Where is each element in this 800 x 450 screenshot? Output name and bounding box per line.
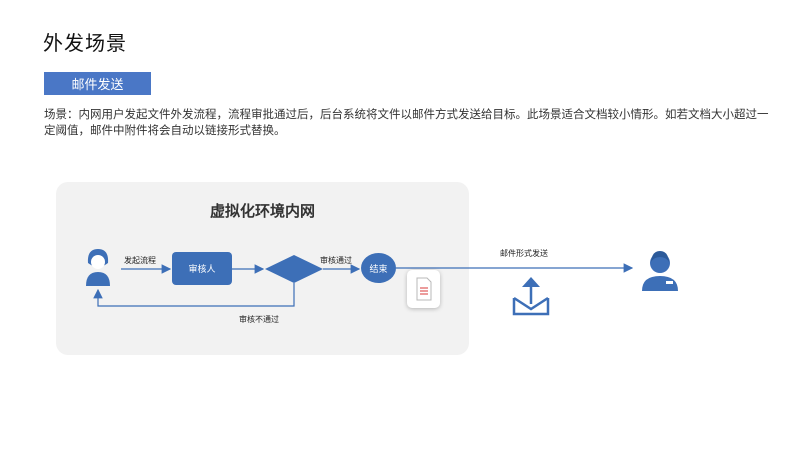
- panel-title: 虚拟化环境内网: [209, 202, 315, 220]
- document-icon-glyph: [416, 277, 432, 301]
- user-icon: [86, 249, 110, 286]
- edge-reject-arrow: [93, 283, 295, 307]
- end-node: 结束: [361, 253, 396, 283]
- edge-mail-label: 邮件形式发送: [500, 249, 548, 258]
- mail-send-arrowhead: [522, 277, 540, 287]
- page-title: 外发场景: [43, 31, 127, 55]
- recipient-user-icon: [642, 251, 678, 291]
- edge-pass-label: 审核通过: [320, 256, 352, 265]
- document-icon: [407, 270, 440, 308]
- decision-diamond: [265, 255, 323, 283]
- reviewer-node: 审核人: [172, 252, 232, 285]
- edge-start-label: 发起流程: [124, 256, 156, 265]
- edge-reject-label: 审核不通过: [239, 315, 279, 324]
- scenario-tag: 邮件发送: [44, 72, 151, 95]
- scenario-description: 场景：内网用户发起文件外发流程，流程审批通过后，后台系统将文件以邮件方式发送给目…: [44, 107, 769, 137]
- mail-send-icon: [512, 285, 550, 316]
